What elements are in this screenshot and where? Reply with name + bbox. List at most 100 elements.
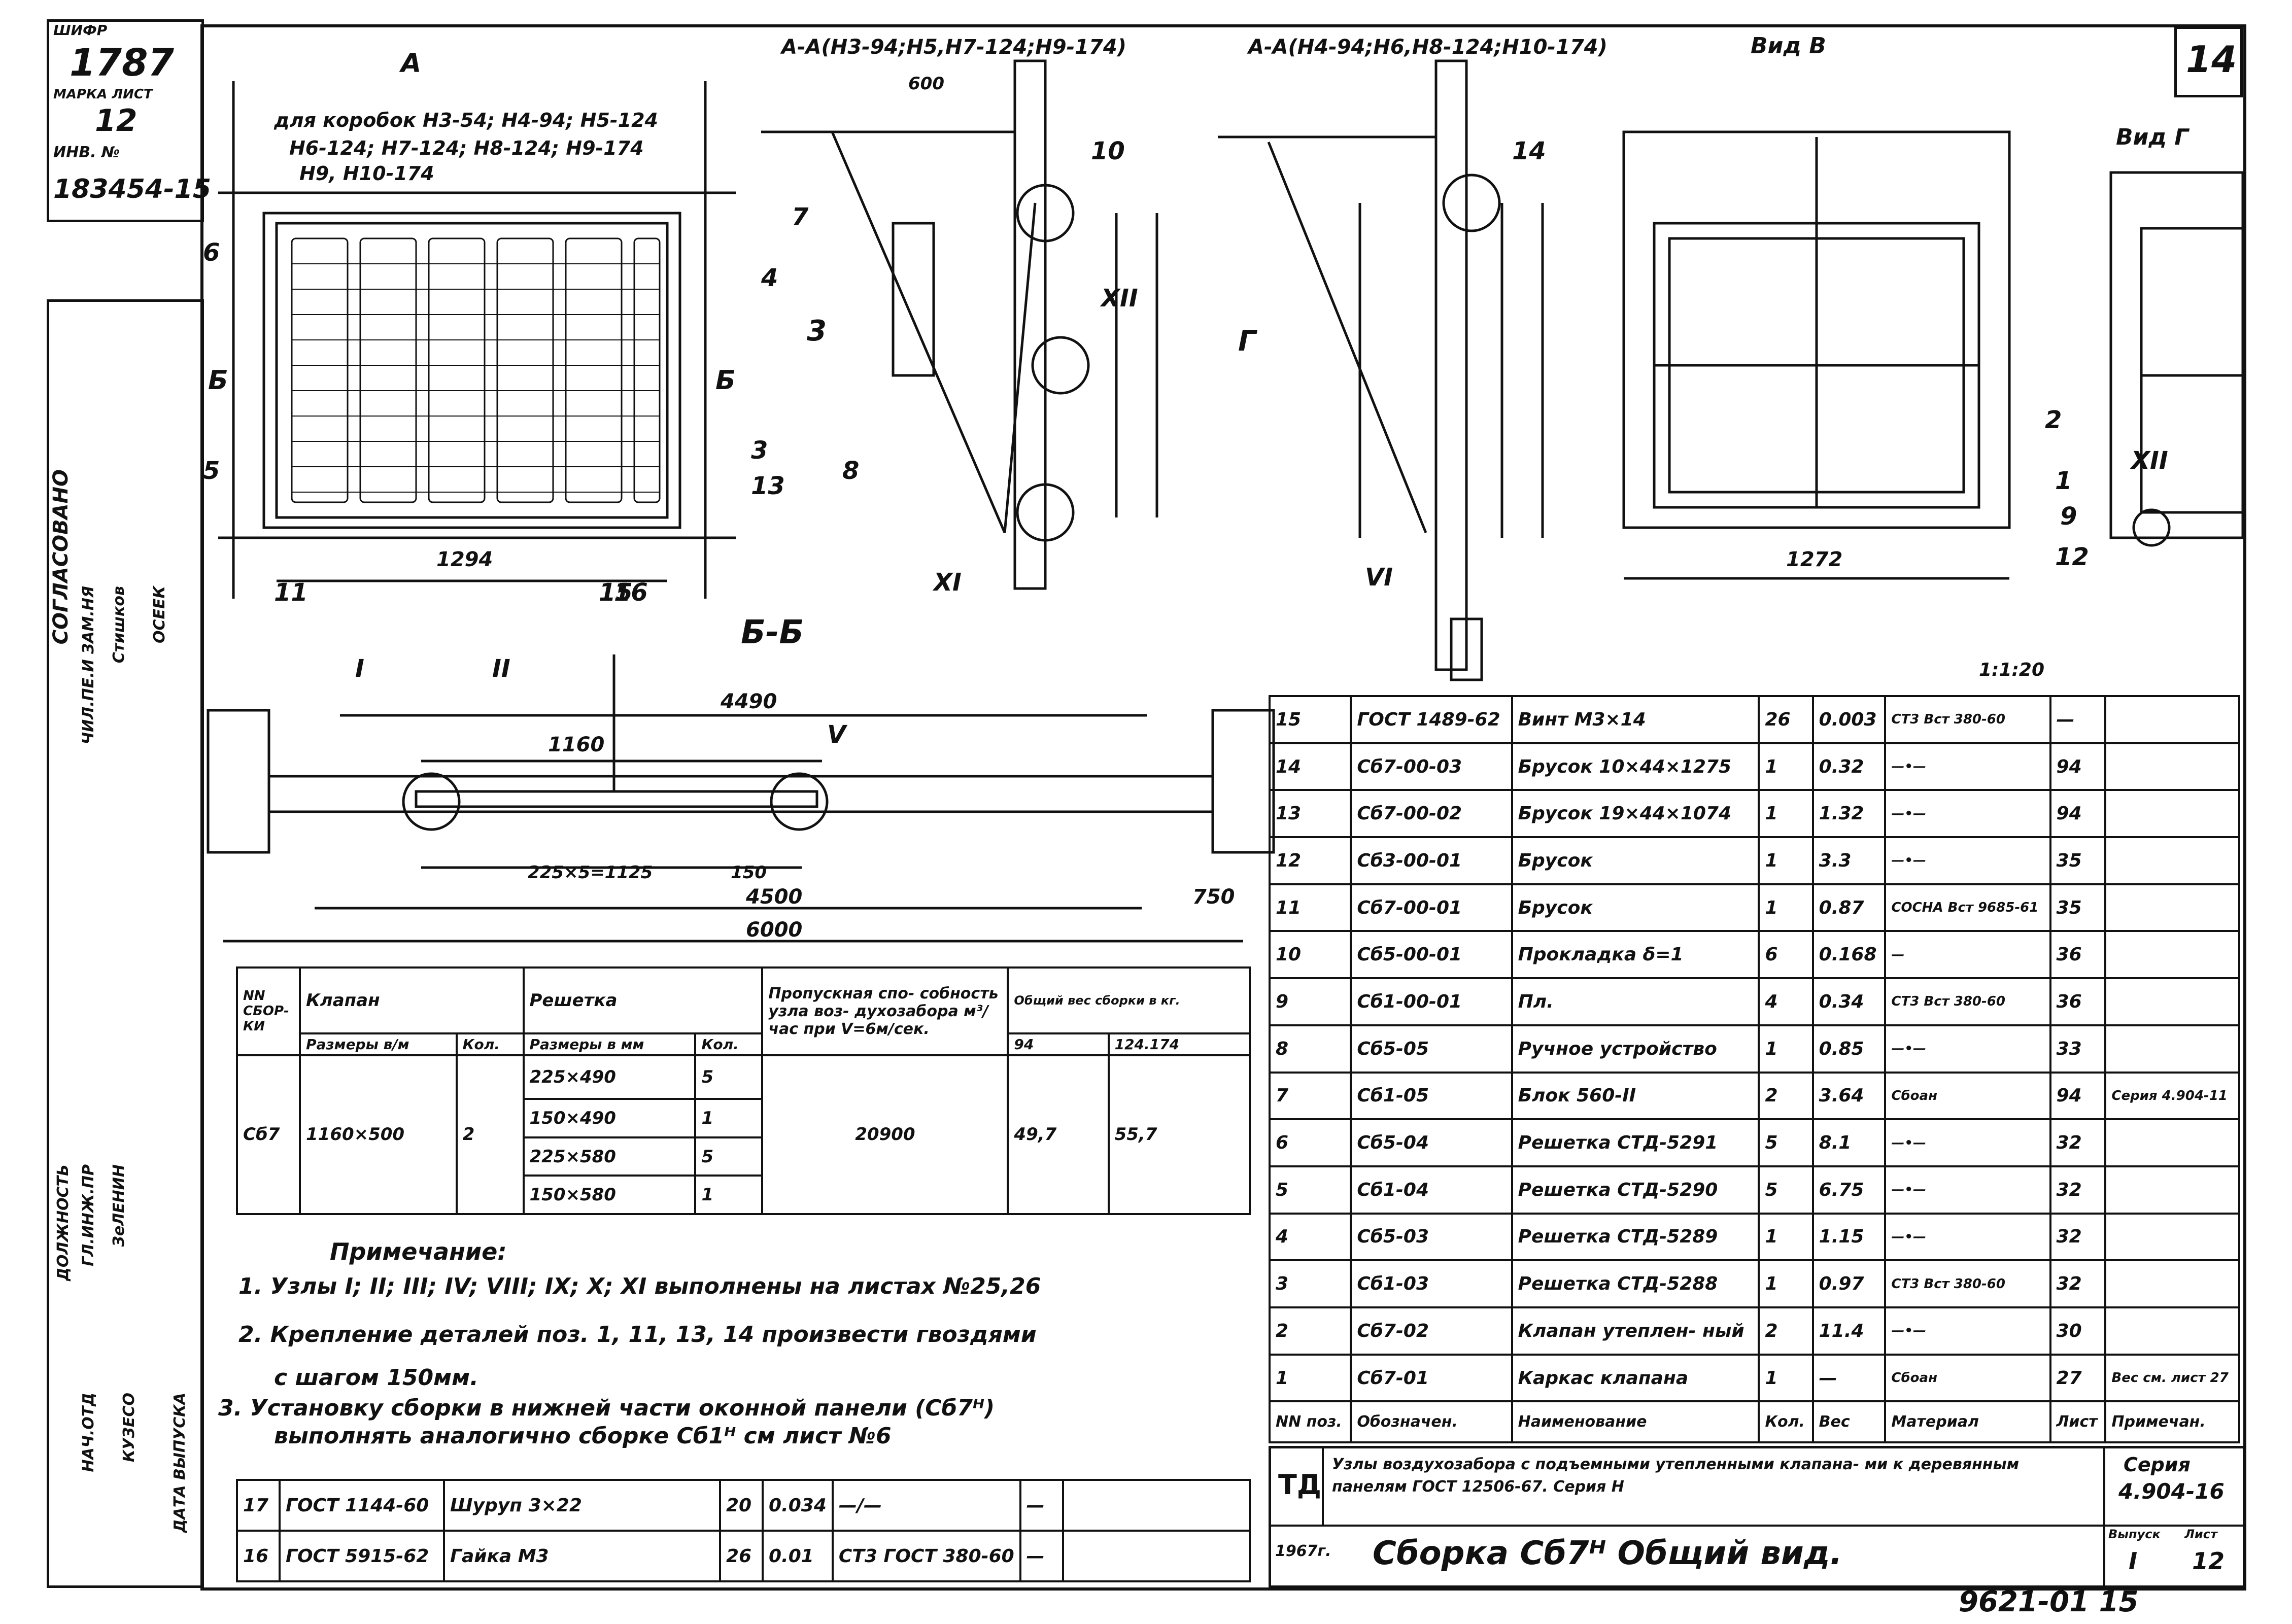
spec-cell-prim xyxy=(2104,1165,2240,1215)
spec-cell-name: Брусок xyxy=(1511,836,1760,885)
assembly-klapan-kol: 2 xyxy=(455,1054,525,1216)
spec-cell-list: 36 xyxy=(2049,977,2107,1026)
spec-cell-oboz: ГОСТ 1489-62 xyxy=(1350,695,1513,744)
spec-cell-list: 94 xyxy=(2049,1071,2107,1121)
assembly-ves-header: Общий вес сборки в кг. xyxy=(1007,966,1251,1034)
spec-cell-kol: 6 xyxy=(1758,930,1814,980)
title-td: ТД xyxy=(1278,1469,1321,1501)
spec-cell-ves: 6.75 xyxy=(1811,1165,1887,1215)
spec-cell-list: 94 xyxy=(2049,789,2107,839)
spec-cell-oboz: Сб7-00-02 xyxy=(1350,789,1513,839)
korobok-note-3: Н9, Н10-174 xyxy=(299,162,434,185)
marka-list-value: 12 xyxy=(95,103,138,139)
spec-cell-ves: — xyxy=(1811,1353,1887,1403)
callout-number: V xyxy=(827,720,846,749)
spec-cell-pos: 11 xyxy=(1268,883,1352,932)
spec-cell-mat: —•— xyxy=(1884,836,2051,885)
spec-cell-oboz: Сб5-03 xyxy=(1350,1212,1513,1262)
spec-cell-name: Пл. xyxy=(1511,977,1760,1026)
dim-1160: 1160 xyxy=(548,733,605,756)
vid-v-label: Вид В xyxy=(1751,33,1826,59)
spec-cell-oboz: Сб1-03 xyxy=(1350,1259,1513,1308)
spec-cell-ves: 1.32 xyxy=(1811,789,1887,839)
dim-600: 600 xyxy=(908,74,944,94)
dim-1294: 1294 xyxy=(436,548,493,571)
spec-cell-mat: —•— xyxy=(1884,789,2051,839)
mark-g: Г xyxy=(1238,325,1256,358)
small-spec-ves-1: 0.01 xyxy=(762,1530,834,1582)
title-seria: 4.904-16 xyxy=(2118,1479,2225,1504)
spec-cell-name: Каркас клапана xyxy=(1511,1353,1760,1403)
spec-cell-mat: —•— xyxy=(1884,1165,2051,1215)
small-spec-gost-1: ГОСТ 5915-62 xyxy=(279,1530,445,1582)
spec-cell-pos: 3 xyxy=(1268,1259,1352,1308)
spec-cell-kol: 1 xyxy=(1758,836,1814,885)
assembly-kol2-header: Кол. xyxy=(694,1032,764,1056)
spec-cell-mat: СТ3 Вст 380-60 xyxy=(1884,695,2051,744)
grille-size-2: 225×580 xyxy=(522,1136,697,1177)
dim-225x5: 225×5=1125 xyxy=(528,862,653,883)
spec-header-ves: Вес xyxy=(1811,1400,1887,1443)
spec-cell-oboz: Сб5-04 xyxy=(1350,1118,1513,1167)
callout-number: 1 xyxy=(2055,467,2072,495)
spec-cell-kol: 5 xyxy=(1758,1165,1814,1215)
spec-cell-prim xyxy=(2104,789,2240,839)
approval-strip: СОГЛАСОВАНО ЧИЛ.ПЕ.И ЗАМ.НЯ Стишков ОСЕЕ… xyxy=(47,299,204,1588)
spec-cell-pos: 13 xyxy=(1268,789,1352,839)
spec-cell-oboz: Сб1-04 xyxy=(1350,1165,1513,1215)
callout-number: 9 xyxy=(2060,502,2077,531)
small-spec-kol-0: 20 xyxy=(719,1479,764,1532)
spec-cell-oboz: Сб5-05 xyxy=(1350,1024,1513,1074)
grille-size-3: 150×580 xyxy=(522,1174,697,1215)
small-spec-mat-1: СТ3 ГОСТ 380-60 xyxy=(831,1530,1021,1582)
callout-number: XII xyxy=(1101,284,1138,313)
grille-kol-0: 5 xyxy=(694,1054,764,1100)
spec-cell-list: 30 xyxy=(2049,1306,2107,1356)
spec-cell-ves: 11.4 xyxy=(1811,1306,1887,1356)
spec-cell-ves: 0.87 xyxy=(1811,883,1887,932)
spec-cell-oboz: Сб1-00-01 xyxy=(1350,977,1513,1026)
callout-number: 12 xyxy=(2055,543,2089,571)
small-spec-kol-1: 26 xyxy=(719,1530,764,1582)
spec-cell-pos: 8 xyxy=(1268,1024,1352,1074)
dim-4500: 4500 xyxy=(746,885,803,909)
small-spec-table: 17 ГОСТ 1144-60 Шуруп 3×22 20 0.034 —/— … xyxy=(236,1479,1251,1582)
grille-kol-2: 5 xyxy=(694,1136,764,1177)
spec-cell-name: Блок 560-II xyxy=(1511,1071,1760,1121)
spec-cell-list: 36 xyxy=(2049,930,2107,980)
spec-cell-prim xyxy=(2104,883,2240,932)
callout-number: 8 xyxy=(842,457,860,485)
spec-cell-pos: 1 xyxy=(1268,1353,1352,1403)
bottom-code: 9621-01 15 xyxy=(1959,1585,2139,1618)
title-list: 12 xyxy=(2192,1547,2225,1575)
spec-cell-ves: 0.34 xyxy=(1811,977,1887,1026)
small-spec-p-0: — xyxy=(1019,1479,1064,1532)
title-vypusk-label: Выпуск xyxy=(2108,1527,2161,1541)
notes-line-0: 1. Узлы I; II; III; IV; VIII; IX; X; XI … xyxy=(238,1273,1041,1299)
spec-cell-list: 32 xyxy=(2049,1118,2107,1167)
spec-cell-mat: —•— xyxy=(1884,742,2051,791)
title-seria-label: Серия xyxy=(2124,1454,2191,1476)
callout-number: 13 xyxy=(751,472,785,500)
callout-number: 2 xyxy=(2045,406,2062,434)
small-spec-name-1: Гайка М3 xyxy=(443,1530,721,1582)
spec-cell-pos: 2 xyxy=(1268,1306,1352,1356)
spec-cell-kol: 5 xyxy=(1758,1118,1814,1167)
spec-cell-pos: 6 xyxy=(1268,1118,1352,1167)
notes-title: Примечание: xyxy=(330,1238,507,1265)
spec-cell-mat: —•— xyxy=(1884,1024,2051,1074)
small-spec-p-1: — xyxy=(1019,1530,1064,1582)
spec-header-kol: Кол. xyxy=(1758,1400,1814,1443)
spec-cell-list: 35 xyxy=(2049,836,2107,885)
grille-size-1: 150×490 xyxy=(522,1098,697,1138)
callout-number: 14 xyxy=(1512,137,1546,165)
spec-cell-pos: 14 xyxy=(1268,742,1352,791)
title-desc: Узлы воздухозабора с подъемными утепленн… xyxy=(1332,1456,2020,1496)
shifr-label: ШИФР xyxy=(53,22,108,39)
